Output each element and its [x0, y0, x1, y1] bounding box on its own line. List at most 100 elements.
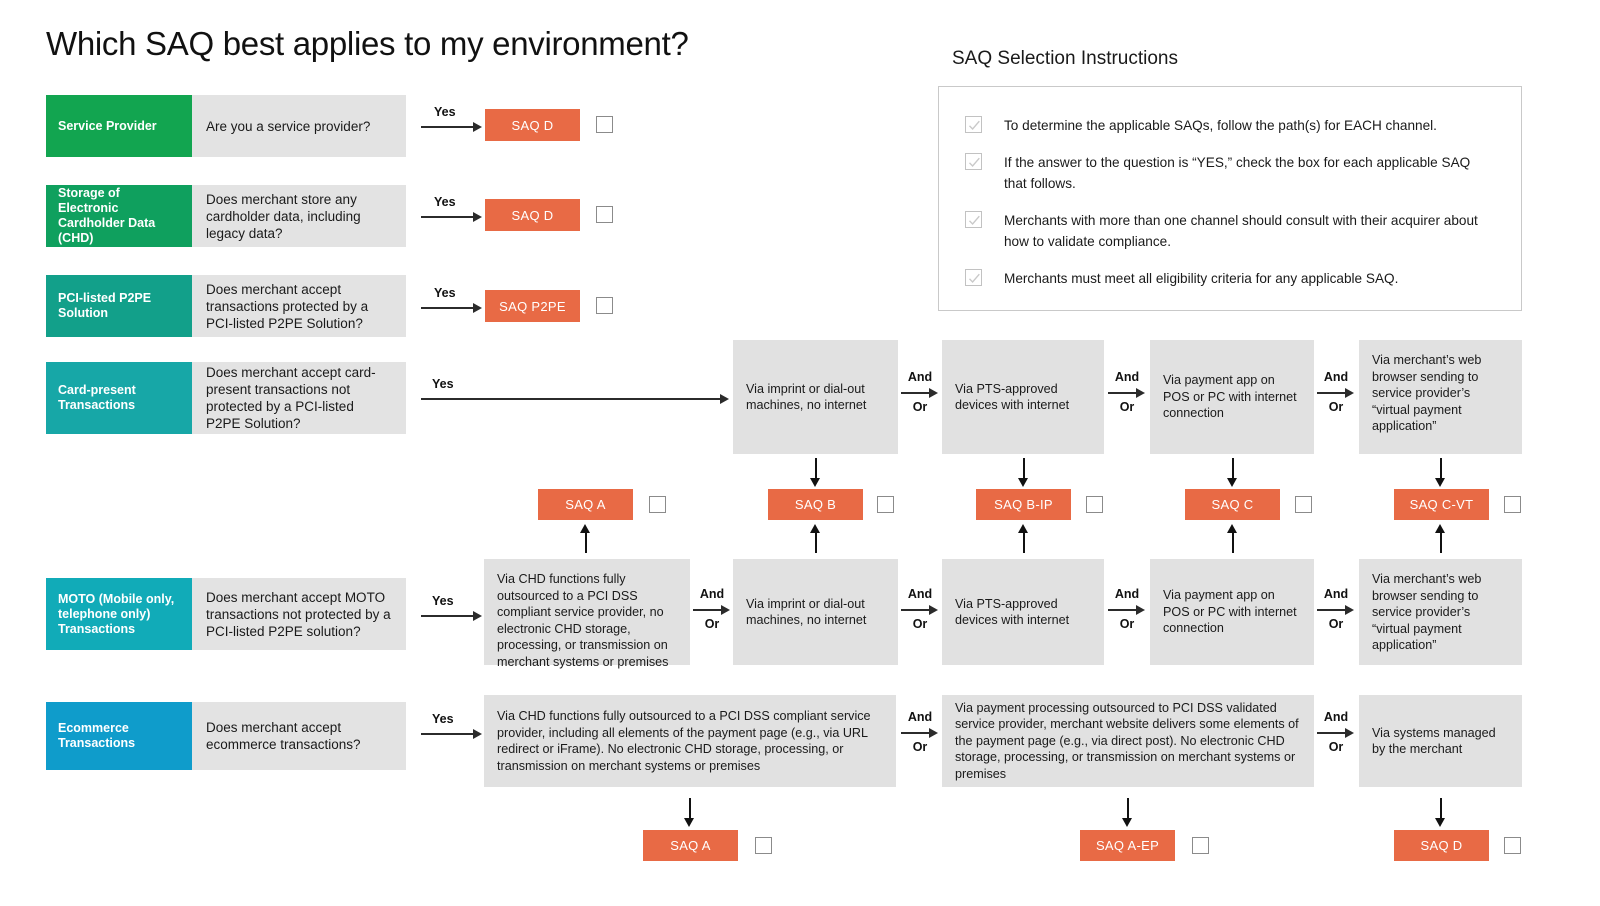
check-icon	[965, 211, 982, 228]
yes-label-ecommerce: Yes	[432, 712, 454, 726]
yes-label-service-provider: Yes	[434, 105, 456, 119]
instruction-item: Merchants with more than one channel sho…	[965, 210, 1495, 252]
check-icon	[965, 153, 982, 170]
saq-checkbox-a-ep[interactable]	[1192, 837, 1209, 854]
saq-checkbox-p2pe[interactable]	[596, 297, 613, 314]
or-label: Or	[912, 617, 928, 631]
saq-checkbox-d-ecommerce[interactable]	[1504, 837, 1521, 854]
instruction-text: If the answer to the question is “YES,” …	[1004, 155, 1471, 191]
ecommerce-path-2: Via payment processing outsourced to PCI…	[942, 695, 1314, 787]
andor-moto-1: And Or	[689, 587, 735, 632]
saq-checkbox-a-moto[interactable]	[649, 496, 666, 513]
saq-checkbox-b[interactable]	[877, 496, 894, 513]
and-label: And	[907, 587, 933, 601]
or-label: Or	[1328, 400, 1344, 414]
arrow-down-to-saq-a-ep	[1122, 798, 1133, 827]
channel-question-chd-storage: Does merchant store any cardholder data,…	[192, 185, 406, 247]
channel-tag-chd-storage: Storage of Electronic Cardholder Data (C…	[46, 185, 192, 247]
saq-chip-service-provider[interactable]: SAQ D	[485, 109, 580, 141]
saq-chip-d-ecommerce[interactable]: SAQ D	[1394, 830, 1489, 861]
arrow-up-to-saq-c-moto	[1227, 524, 1238, 553]
channel-tag-p2pe: PCI-listed P2PE Solution	[46, 275, 192, 337]
instruction-text: Merchants with more than one channel sho…	[1004, 213, 1478, 249]
or-label: Or	[1328, 617, 1344, 631]
channel-question-p2pe: Does merchant accept transactions protec…	[192, 275, 406, 337]
arrow-up-to-saq-c-vt-moto	[1435, 524, 1446, 553]
arrow-down-to-saq-d-ecom	[1435, 798, 1446, 827]
arrow-down-to-saq-c-vt	[1435, 458, 1446, 487]
andor-cp-1: And Or	[897, 370, 943, 415]
andor-ecom-2: And Or	[1313, 710, 1359, 755]
channel-question-card-present: Does merchant accept card-present transa…	[192, 362, 406, 434]
card-present-path-4: Via merchant’s web browser sending to se…	[1359, 340, 1522, 454]
and-label: And	[699, 587, 725, 601]
channel-tag-service-provider: Service Provider	[46, 95, 192, 157]
saq-chip-b-ip[interactable]: SAQ B-IP	[976, 489, 1071, 520]
arrow-ecommerce	[421, 728, 483, 739]
arrow-service-provider	[421, 121, 483, 132]
instructions-panel: To determine the applicable SAQs, follow…	[938, 86, 1522, 311]
andor-ecom-1: And Or	[897, 710, 943, 755]
card-present-path-1: Via imprint or dial-out machines, no int…	[733, 340, 898, 454]
and-label: And	[1114, 370, 1140, 384]
channel-tag-ecommerce: Ecommerce Transactions	[46, 702, 192, 770]
arrow-chd-storage	[421, 211, 483, 222]
saq-chip-a-ep[interactable]: SAQ A-EP	[1080, 830, 1175, 861]
and-label: And	[1323, 370, 1349, 384]
channel-row-p2pe: PCI-listed P2PE Solution Does merchant a…	[46, 275, 406, 337]
moto-path-4: Via payment app on POS or PC with intern…	[1150, 559, 1314, 665]
instruction-item: To determine the applicable SAQs, follow…	[965, 115, 1495, 136]
yes-label-p2pe: Yes	[434, 286, 456, 300]
and-label: And	[907, 370, 933, 384]
saq-chip-chd-storage[interactable]: SAQ D	[485, 199, 580, 231]
saq-checkbox-chd-storage[interactable]	[596, 206, 613, 223]
channel-row-card-present: Card-present Transactions Does merchant …	[46, 362, 406, 434]
moto-path-1: Via CHD functions fully outsourced to a …	[484, 559, 690, 669]
arrow-moto	[421, 610, 483, 621]
andor-cp-3: And Or	[1313, 370, 1359, 415]
saq-checkbox-service-provider[interactable]	[596, 116, 613, 133]
andor-moto-4: And Or	[1313, 587, 1359, 632]
arrow-up-to-saq-b-moto	[810, 524, 821, 553]
moto-path-3: Via PTS-approved devices with internet	[942, 559, 1104, 665]
or-label: Or	[1119, 617, 1135, 631]
instruction-item: Merchants must meet all eligibility crit…	[965, 268, 1495, 289]
card-present-path-3: Via payment app on POS or PC with intern…	[1150, 340, 1314, 454]
check-icon	[965, 116, 982, 133]
arrow-up-to-saq-b-ip-moto	[1018, 524, 1029, 553]
channel-question-ecommerce: Does merchant accept ecommerce transacti…	[192, 702, 406, 770]
page-title: Which SAQ best applies to my environment…	[46, 25, 689, 62]
channel-question-service-provider: Are you a service provider?	[192, 95, 406, 157]
yes-label-card-present: Yes	[432, 377, 454, 391]
saq-chip-c[interactable]: SAQ C	[1185, 489, 1280, 520]
saq-chip-c-vt[interactable]: SAQ C-VT	[1394, 489, 1489, 520]
or-label: Or	[912, 740, 928, 754]
moto-path-2: Via imprint or dial-out machines, no int…	[733, 559, 898, 665]
arrow-p2pe	[421, 302, 483, 313]
saq-chip-a-moto[interactable]: SAQ A	[538, 489, 633, 520]
saq-checkbox-c-vt[interactable]	[1504, 496, 1521, 513]
arrow-down-to-saq-b-ip	[1018, 458, 1029, 487]
instructions-title: SAQ Selection Instructions	[952, 48, 1178, 69]
instruction-text: To determine the applicable SAQs, follow…	[1004, 118, 1437, 133]
arrow-up-to-saq-a-moto	[580, 524, 591, 553]
channel-row-service-provider: Service Provider Are you a service provi…	[46, 95, 406, 157]
saq-checkbox-a-ecommerce[interactable]	[755, 837, 772, 854]
or-label: Or	[912, 400, 928, 414]
saq-chip-a-ecommerce[interactable]: SAQ A	[643, 830, 738, 861]
yes-label-chd-storage: Yes	[434, 195, 456, 209]
saq-chip-p2pe[interactable]: SAQ P2PE	[485, 290, 580, 322]
instruction-text: Merchants must meet all eligibility crit…	[1004, 271, 1399, 286]
and-label: And	[1114, 587, 1140, 601]
arrow-down-to-saq-b	[810, 458, 821, 487]
channel-row-ecommerce: Ecommerce Transactions Does merchant acc…	[46, 702, 406, 770]
saq-chip-b[interactable]: SAQ B	[768, 489, 863, 520]
and-label: And	[907, 710, 933, 724]
ecommerce-path-3: Via systems managed by the merchant	[1359, 695, 1522, 787]
instruction-item: If the answer to the question is “YES,” …	[965, 152, 1495, 194]
and-label: And	[1323, 710, 1349, 724]
card-present-path-2: Via PTS-approved devices with internet	[942, 340, 1104, 454]
ecommerce-path-1: Via CHD functions fully outsourced to a …	[484, 695, 896, 787]
saq-checkbox-b-ip[interactable]	[1086, 496, 1103, 513]
saq-checkbox-c[interactable]	[1295, 496, 1312, 513]
